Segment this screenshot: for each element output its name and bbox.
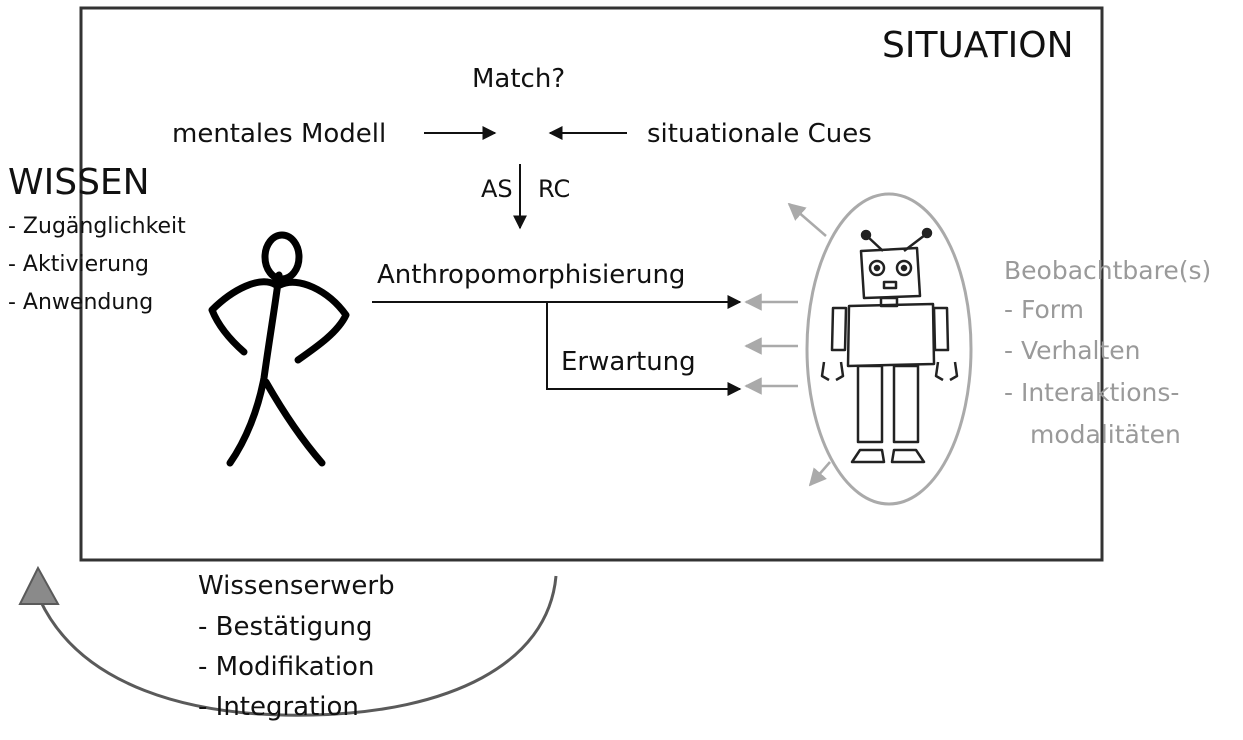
- expectation-arrow: [546, 302, 742, 396]
- observable-item-form: - Form: [1004, 295, 1084, 324]
- observable-item-modalities: modalitäten: [1030, 420, 1181, 449]
- knowledge-acquisition-title: Wissenserwerb: [198, 571, 395, 601]
- observable-item-interaction: - Interaktions-: [1004, 378, 1180, 407]
- knowledge-item-confirmation: - Bestätigung: [198, 612, 373, 642]
- knowledge-cycle-arrow: [38, 575, 558, 717]
- expectation-label: Erwartung: [561, 347, 696, 377]
- mental-model-label: mentales Modell: [172, 119, 387, 149]
- observable-item-behavior: - Verhalten: [1004, 336, 1141, 365]
- rc-label: RC: [538, 175, 571, 203]
- robot-icon: [820, 227, 959, 464]
- situational-cues-label: situationale Cues: [647, 119, 872, 149]
- observable-title: Beobachtbare(s): [1004, 256, 1212, 285]
- situation-frame: [79, 6, 1104, 562]
- observable-ellipse: [805, 192, 973, 506]
- wissen-item-accessibility: - Zugänglichkeit: [8, 214, 186, 239]
- situation-title: SITUATION: [882, 25, 1074, 66]
- wissen-item-application: - Anwendung: [8, 290, 154, 315]
- anthropomorphization-label: Anthropomorphisierung: [377, 260, 686, 290]
- as-label: AS: [481, 175, 513, 203]
- knowledge-item-integration: - Integration: [198, 692, 359, 722]
- observable-arrows: [744, 202, 831, 487]
- wissen-title: WISSEN: [8, 162, 150, 203]
- knowledge-item-modification: - Modifikation: [198, 652, 375, 682]
- person-figure-icon: [208, 231, 350, 467]
- match-label: Match?: [472, 64, 566, 94]
- wissen-item-activation: - Aktivierung: [8, 252, 150, 277]
- knowledge-cycle-arrowhead-icon: [18, 565, 60, 605]
